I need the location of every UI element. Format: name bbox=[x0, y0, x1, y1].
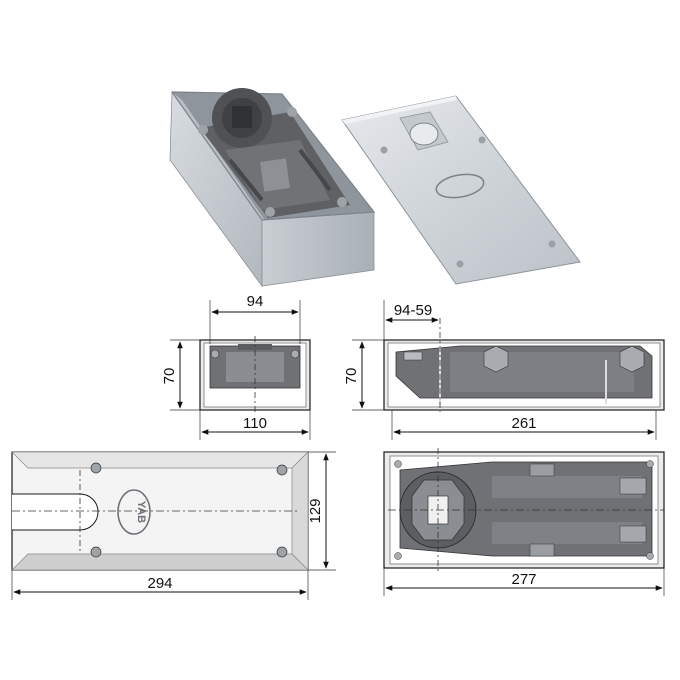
yab-logo bbox=[435, 173, 485, 199]
dim-side-height: 70 bbox=[343, 368, 360, 385]
dim-end-height: 70 bbox=[161, 368, 178, 385]
plate-logo bbox=[117, 489, 151, 535]
product-photo-cover-plate bbox=[341, 95, 581, 285]
plate-logo-text: YAB bbox=[135, 501, 147, 523]
dim-top-length: 277 bbox=[511, 571, 536, 588]
dim-plate-length: 294 bbox=[147, 575, 172, 592]
top-view-drawing bbox=[383, 448, 665, 596]
dim-plate-width: 129 bbox=[307, 498, 324, 523]
dim-end-width: 94 bbox=[247, 293, 264, 310]
dim-side-length: 261 bbox=[511, 415, 536, 432]
side-view-drawing bbox=[352, 300, 665, 440]
dim-side-offset: 94-59 bbox=[394, 302, 432, 319]
mechanism-assembly bbox=[198, 88, 350, 218]
product-photo-box bbox=[169, 88, 376, 288]
dim-end-outer-width: 110 bbox=[243, 415, 267, 432]
end-view-drawing bbox=[170, 300, 311, 440]
plate-plan-drawing bbox=[11, 451, 336, 600]
